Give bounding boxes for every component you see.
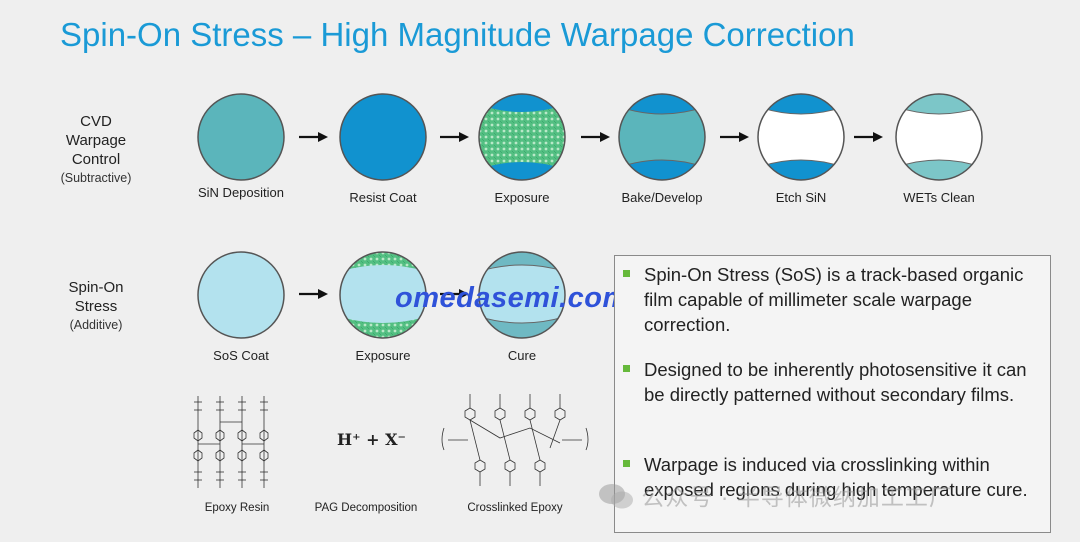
wafer-sos-coat	[197, 251, 285, 339]
row-label-sos: Spin-On Stress (Additive)	[50, 278, 142, 335]
step-label-bake-develop: Bake/Develop	[621, 190, 703, 205]
step-label-resist-coat: Resist Coat	[349, 190, 417, 205]
wafer-bake-develop	[618, 93, 706, 181]
chem-label-epoxy-resin: Epoxy Resin	[204, 502, 270, 514]
arrow-icon	[440, 289, 469, 299]
step-label-sin-deposition: SiN Deposition	[198, 185, 284, 200]
step-label-cure: Cure	[507, 348, 537, 363]
row-label-cvd: CVD Warpage Control (Subtractive)	[50, 112, 142, 188]
wechat-icon	[598, 482, 634, 516]
bullet-text: Warpage is induced via crosslinking with…	[644, 454, 1028, 500]
step-label-wets-clean: WETs Clean	[903, 190, 975, 205]
page-title: Spin-On Stress – High Magnitude Warpage …	[60, 16, 855, 53]
arrow-icon	[440, 132, 469, 142]
chem-label-crosslinked-epoxy: Crosslinked Epoxy	[467, 502, 563, 514]
row-label-cvd-sub: (Subtractive)	[60, 171, 132, 185]
wafer-exposure	[478, 93, 566, 181]
bullet-item: Designed to be inherently photosensitive…	[623, 357, 1043, 407]
wafer-wets-clean	[895, 93, 983, 181]
pag-formula: H⁺ + X⁻	[337, 430, 406, 449]
bullet-text: Spin-On Stress (SoS) is a track-based or…	[644, 264, 1024, 335]
wechat-watermark-text: 公众号 · 半导体微纳加工工厂	[641, 484, 953, 510]
row-label-sos-sub: (Additive)	[69, 318, 123, 332]
wafer-etch-sin	[757, 93, 845, 181]
wafer-sin-deposition	[197, 93, 285, 181]
step-label-etch-sin: Etch SiN	[775, 190, 827, 205]
step-label-sos-exposure: Exposure	[355, 348, 411, 363]
bullet-square-icon	[623, 365, 630, 372]
row-label-sos-title: Spin-On Stress	[68, 279, 124, 315]
step-label-exposure: Exposure	[494, 190, 550, 205]
arrow-icon	[299, 132, 328, 142]
arrow-icon	[581, 132, 610, 142]
arrow-icon	[854, 132, 883, 142]
bullet-square-icon	[623, 460, 630, 467]
chem-label-pag-decomposition: PAG Decomposition	[314, 502, 418, 514]
wechat-watermark: 公众号 · 半导体微纳加工工厂	[598, 478, 953, 516]
crosslinked-epoxy-structure	[441, 394, 589, 486]
step-label-sos-coat: SoS Coat	[213, 348, 269, 363]
bullet-item: Spin-On Stress (SoS) is a track-based or…	[623, 262, 1043, 337]
bullet-square-icon	[623, 270, 630, 277]
wafer-resist-coat	[339, 93, 427, 181]
site-watermark: omedasemi.com	[395, 282, 629, 314]
wafer-cure	[478, 251, 566, 339]
arrow-icon	[299, 289, 328, 299]
info-panel: Spin-On Stress (SoS) is a track-based or…	[614, 255, 1051, 533]
wafer-sos-exposure	[339, 251, 427, 339]
bullet-text: Designed to be inherently photosensitive…	[644, 359, 1027, 405]
epoxy-resin-structure	[193, 396, 269, 488]
row-label-cvd-title: CVD Warpage Control	[65, 113, 127, 168]
bullet-item: Warpage is induced via crosslinking with…	[623, 452, 1043, 502]
arrow-icon	[720, 132, 749, 142]
